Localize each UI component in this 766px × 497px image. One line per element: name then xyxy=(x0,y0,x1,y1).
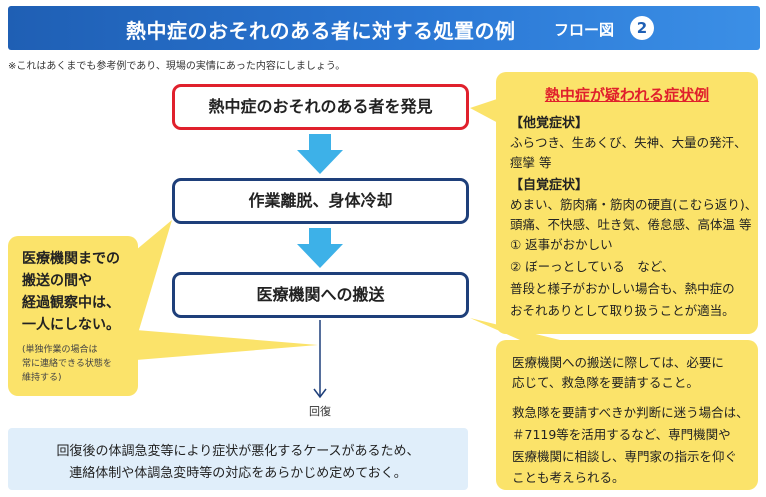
reference-note: ※これはあくまでも参考例であり、現場の実情にあった内容にしましょう。 xyxy=(8,61,346,72)
supervision-callout: 医療機関までの 搬送の間や 経過観察中は、 一人にしない。 (単独作業の場合は … xyxy=(8,236,138,396)
supervision-note: 常に連絡できる状態を xyxy=(22,359,112,369)
transport-line: ＃7119等を活用するなど、専門機関や xyxy=(512,427,731,442)
symptoms-callout: 熱中症が疑われる症状例 【他覚症状】 ふらつき、生あくび、失神、大量の発汗、 痙… xyxy=(496,72,758,334)
transport-line: 医療機関への搬送に際しては、必要に xyxy=(512,355,724,370)
supervision-note: (単独作業の場合は xyxy=(22,345,98,355)
symptoms-title: 熱中症が疑われる症状例 xyxy=(544,86,710,104)
arrow-to-recovery xyxy=(313,320,327,399)
transport-line: ことも考えられる。 xyxy=(512,470,625,485)
supervision-line: 一人にしない。 xyxy=(22,317,120,333)
flow-step-recovery: 回復 xyxy=(309,405,331,418)
page-header: 熱中症のおそれのある者に対する処置の例 フロー図 2 xyxy=(8,6,760,50)
subjective-line: めまい、筋肉痛・筋肉の硬直(こむら返り)、 xyxy=(510,197,758,212)
subjective-line: ② ぼーっとしている など、 xyxy=(510,259,675,274)
figure-number-badge: 2 xyxy=(630,16,654,40)
transport-line: 応じて、救急隊を要請すること。 xyxy=(512,375,699,390)
subjective-line: 頭痛、不快感、吐き気、倦怠感、高体温 等 xyxy=(510,217,752,232)
post-recovery-line: 連絡体制や体調急変時等の対応をあらかじめ定めておく。 xyxy=(69,466,407,481)
objective-line: 痙攣 等 xyxy=(510,155,552,170)
flow-step-discover: 熱中症のおそれのある者を発見 xyxy=(172,84,469,130)
post-recovery-note: 回復後の体調急変等により症状が悪化するケースがあるため、 連絡体制や体調急変時等… xyxy=(8,428,468,490)
subjective-heading: 【自覚症状】 xyxy=(510,178,589,193)
supervision-line: 搬送の間や xyxy=(22,273,92,289)
flow-step-cooling: 作業離脱、身体冷却 xyxy=(172,178,469,224)
supervision-line: 経過観察中は、 xyxy=(22,295,120,311)
left-callout-pointer-2 xyxy=(136,330,318,360)
subjective-line: 普段と様子がおかしい場合も、熱中症の xyxy=(510,281,735,296)
objective-line: ふらつき、生あくび、失神、大量の発汗、 xyxy=(510,135,747,150)
transport-callout: 医療機関への搬送に際しては、必要に 応じて、救急隊を要請すること。 救急隊を要請… xyxy=(496,340,758,490)
flow-label: フロー図 xyxy=(554,21,615,39)
post-recovery-line: 回復後の体調急変等により症状が悪化するケースがあるため、 xyxy=(56,444,420,459)
transport-line: 医療機関に相談し、専門家の指示を仰ぐ xyxy=(512,449,738,464)
transport-line: 救急隊を要請すべきか判断に迷う場合は、 xyxy=(512,405,749,420)
subjective-line: おそれありとして取り扱うことが適当。 xyxy=(510,303,735,318)
symptoms-callout-pointer xyxy=(470,98,500,124)
supervision-note: 維持する) xyxy=(22,373,62,383)
arrow-step1-step2 xyxy=(297,134,343,174)
left-callout-pointer xyxy=(136,220,172,340)
arrow-step2-step3 xyxy=(297,228,343,268)
subjective-line: ① 返事がおかしい xyxy=(510,237,613,252)
objective-heading: 【他覚症状】 xyxy=(510,116,589,131)
supervision-line: 医療機関までの xyxy=(22,251,120,267)
page-title: 熱中症のおそれのある者に対する処置の例 xyxy=(126,19,516,43)
flow-step-transport: 医療機関への搬送 xyxy=(172,272,469,318)
